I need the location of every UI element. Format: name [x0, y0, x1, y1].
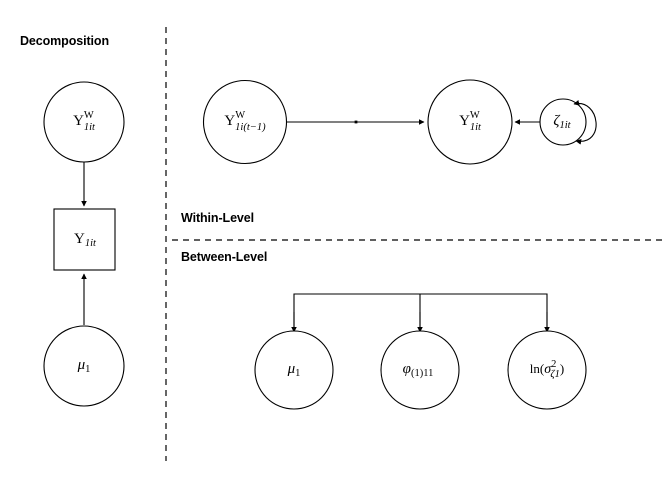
node-phi-1-11-label: φ(1)11	[403, 361, 434, 379]
node-mu-1-between-label: μ1	[287, 361, 301, 379]
between-level-label: Between-Level	[181, 250, 268, 264]
node-mu-1-between[interactable]	[254, 330, 334, 410]
node-y-within-current[interactable]	[427, 79, 513, 165]
node-mu-1-decomposition-label: μ1	[77, 357, 91, 375]
node-y-observed[interactable]	[53, 208, 116, 271]
node-phi-1-11[interactable]	[380, 330, 460, 410]
node-zeta-1it-label: ζ1it	[553, 113, 571, 131]
edge-zeta-self-loop-variance	[573, 100, 597, 145]
within-level-label: Within-Level	[181, 211, 254, 225]
node-mu-1-decomposition[interactable]	[43, 325, 125, 407]
page-title: Decomposition	[20, 34, 109, 48]
node-y-within-lagged[interactable]	[202, 79, 288, 165]
node-ln-sigma2-zeta1[interactable]	[507, 330, 587, 410]
node-y-observed-label: Y1it	[74, 231, 97, 249]
